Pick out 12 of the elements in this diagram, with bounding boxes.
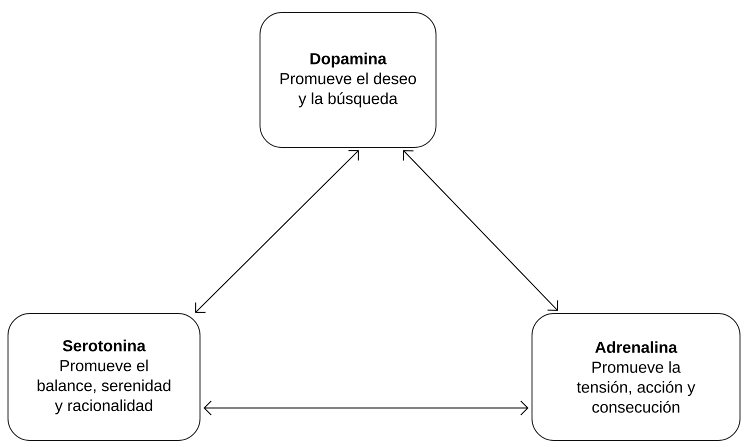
arrow xyxy=(195,150,359,313)
box-text: Promueve la tensión, acción y consecución xyxy=(576,361,696,413)
process-box xyxy=(260,12,436,148)
box-title: Serotonina xyxy=(62,340,146,352)
process-box xyxy=(8,313,200,441)
arrow xyxy=(402,150,558,311)
box-title: Adrenalina xyxy=(595,341,678,353)
box-text: Promueve el balance, serenidad y racionalidad xyxy=(38,360,170,414)
box-title: Dopamina xyxy=(310,52,387,68)
box-text: Promueve el deseo y la búsqueda xyxy=(280,72,416,108)
process-box xyxy=(532,313,740,441)
arrow xyxy=(204,400,528,416)
